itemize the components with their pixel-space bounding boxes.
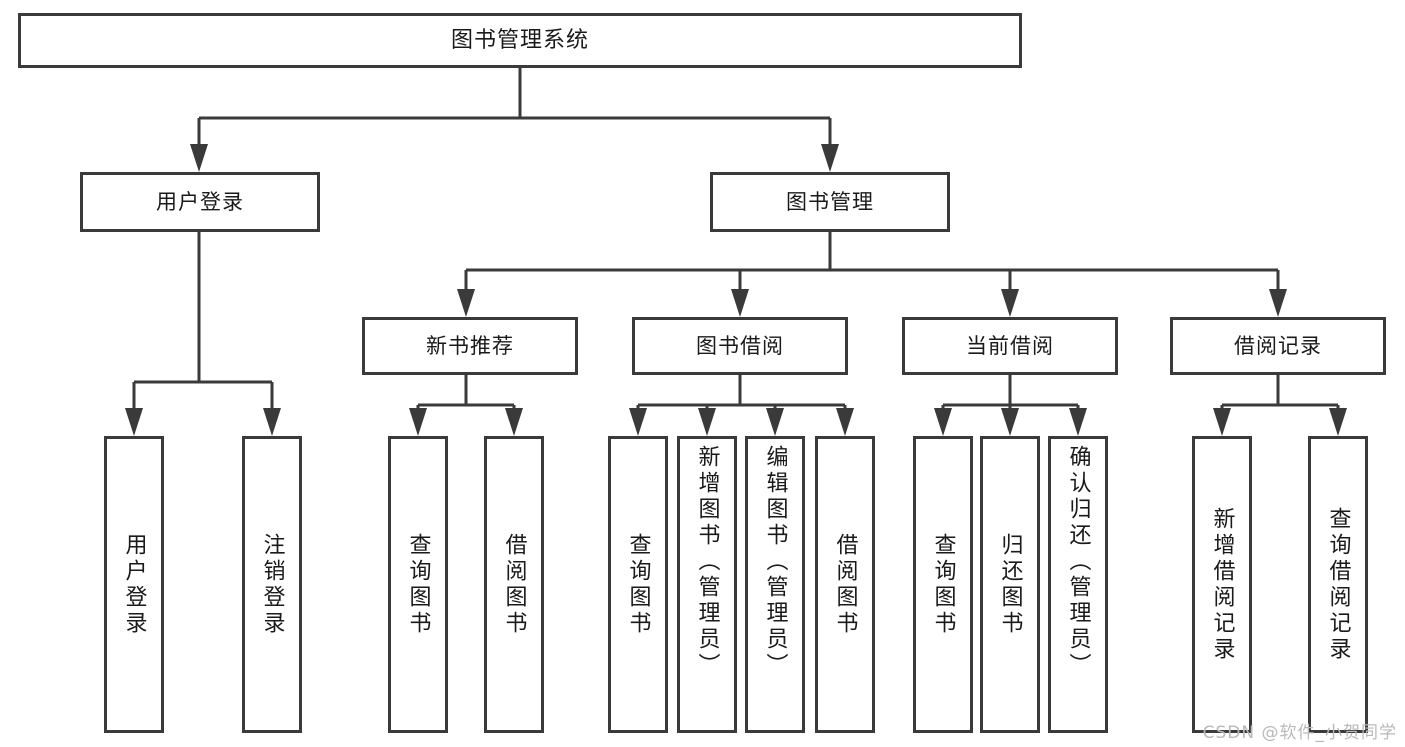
node-label: 查询图书 [625, 532, 651, 637]
node-user-login[interactable]: 用户登录 [80, 172, 320, 232]
leaf-borrow-book-borrow[interactable]: 借阅图书 [815, 436, 875, 733]
node-label: 查询借阅记录 [1325, 506, 1351, 663]
node-new-book-rec[interactable]: 新书推荐 [362, 317, 578, 375]
watermark-text: CSDN @软件_小贺同学 [1202, 723, 1397, 743]
node-label: 借阅图书 [832, 532, 858, 637]
leaf-edit-book-admin[interactable]: 编辑图书（管理员） [745, 436, 805, 733]
node-label: 新书推荐 [426, 333, 514, 358]
node-root-system[interactable]: 图书管理系统 [18, 13, 1022, 68]
node-label: 图书管理 [786, 189, 874, 214]
leaf-confirm-return-admin[interactable]: 确认归还（管理员） [1048, 436, 1108, 733]
leaf-user-logout[interactable]: 注销登录 [242, 436, 302, 733]
node-label: 当前借阅 [966, 333, 1054, 358]
node-label: 新增借阅记录 [1209, 506, 1235, 663]
node-current-borrow[interactable]: 当前借阅 [902, 317, 1118, 375]
node-label: 查询图书 [930, 532, 956, 637]
node-book-borrow[interactable]: 图书借阅 [632, 317, 848, 375]
node-label: 用户登录 [121, 532, 147, 637]
leaf-query-book-borrow[interactable]: 查询图书 [608, 436, 668, 733]
leaf-query-borrow-record[interactable]: 查询借阅记录 [1308, 436, 1368, 733]
leaf-add-book-admin[interactable]: 新增图书（管理员） [677, 436, 737, 733]
node-label: 编辑图书（管理员） [762, 445, 788, 679]
leaf-query-book-current[interactable]: 查询图书 [913, 436, 973, 733]
node-label: 借阅记录 [1234, 333, 1322, 358]
node-label: 确认归还（管理员） [1065, 445, 1091, 679]
node-borrow-record[interactable]: 借阅记录 [1170, 317, 1386, 375]
leaf-return-book[interactable]: 归还图书 [980, 436, 1040, 733]
leaf-user-login[interactable]: 用户登录 [104, 436, 164, 733]
node-label: 新增图书（管理员） [694, 445, 720, 679]
leaf-add-borrow-record[interactable]: 新增借阅记录 [1192, 436, 1252, 733]
leaf-borrow-book-new[interactable]: 借阅图书 [484, 436, 544, 733]
node-label: 图书借阅 [696, 333, 784, 358]
node-label: 图书管理系统 [450, 27, 589, 53]
node-label: 用户登录 [156, 189, 244, 214]
node-label: 注销登录 [259, 532, 285, 637]
leaf-query-book-new[interactable]: 查询图书 [388, 436, 448, 733]
node-label: 借阅图书 [501, 532, 527, 637]
node-label: 归还图书 [997, 532, 1023, 637]
node-label: 查询图书 [405, 532, 431, 637]
node-book-manage[interactable]: 图书管理 [710, 172, 950, 232]
